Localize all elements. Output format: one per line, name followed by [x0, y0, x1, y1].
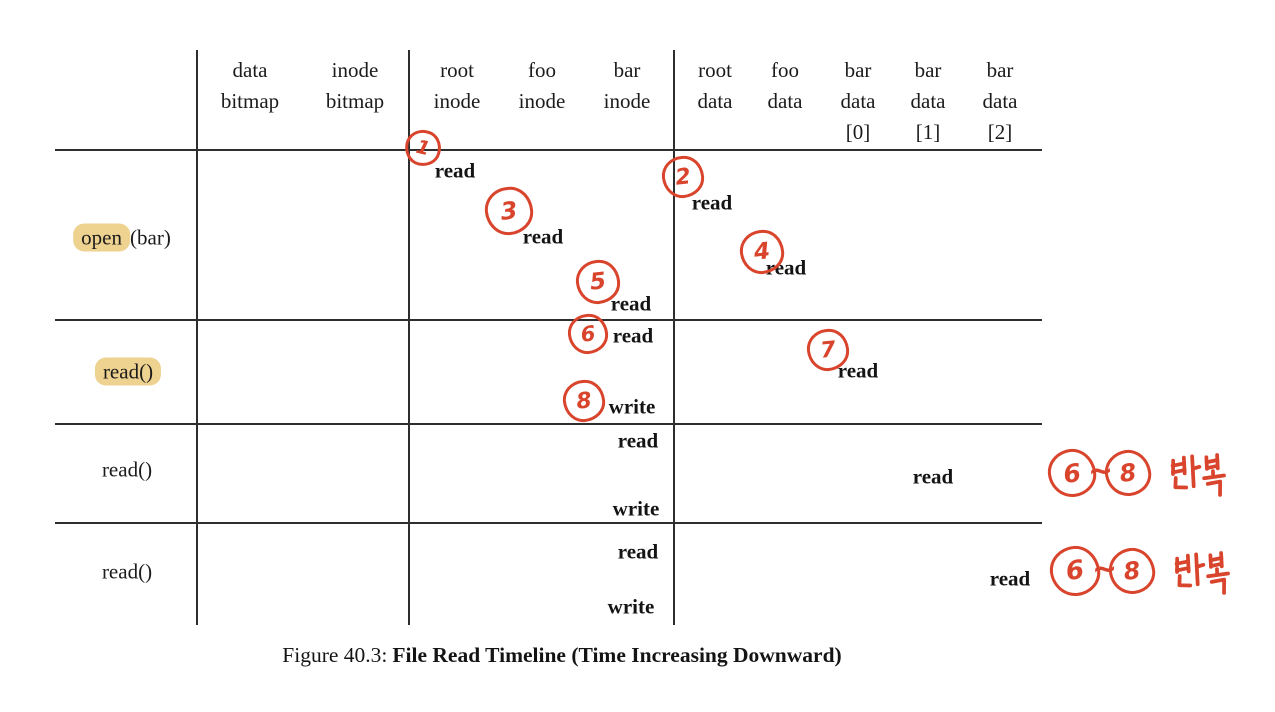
- column-header-line: bitmap: [220, 89, 280, 113]
- op-read-bar-inode: read: [610, 291, 652, 316]
- row-label-text: (bar): [130, 225, 171, 250]
- highlighted-text: open: [73, 223, 131, 252]
- op-read-bar-data-2: read: [989, 566, 1031, 591]
- column-header-line: bar: [986, 58, 1014, 82]
- column-header-line: data: [232, 58, 268, 82]
- row-label-read-1: read(): [94, 357, 162, 386]
- column-header-root-data: root data: [655, 55, 775, 117]
- grid-line-horizontal: [55, 319, 1042, 321]
- column-header-line: data: [910, 89, 946, 113]
- figure-caption-prefix: Figure 40.3:: [282, 643, 388, 667]
- row-label-text: read(): [101, 559, 153, 584]
- column-header-line: root: [440, 58, 474, 82]
- handwritten-korean-repeat: [1170, 452, 1227, 497]
- op-read-bar-inode: read: [617, 539, 659, 564]
- column-header-line: inode: [433, 89, 481, 113]
- op-write-bar-inode: write: [608, 394, 656, 419]
- column-header-bar-data-0: bar data [0]: [798, 55, 918, 148]
- op-write-bar-inode: write: [607, 594, 655, 619]
- op-read-bar-data-1: read: [912, 464, 954, 489]
- op-read-foo-data: read: [765, 255, 807, 280]
- column-header-bar-data-2: bar data [2]: [940, 55, 1060, 148]
- op-read-bar-data-0: read: [837, 358, 879, 383]
- column-header-line: data: [982, 89, 1018, 113]
- column-header-inode-bitmap: inode bitmap: [295, 55, 415, 117]
- row-label-open-bar: open(bar): [73, 223, 171, 252]
- grid-line-vertical: [673, 50, 675, 625]
- column-header-line: [0]: [845, 120, 871, 144]
- column-header-line: foo: [528, 58, 556, 82]
- column-header-line: bar: [844, 58, 872, 82]
- grid-line-vertical: [196, 50, 198, 625]
- column-header-bar-data-1: bar data [1]: [868, 55, 988, 148]
- column-header-line: bar: [613, 58, 641, 82]
- tilde-mark: ~: [1088, 453, 1114, 489]
- column-header-line: bar: [914, 58, 942, 82]
- step-badge-8: 8: [560, 377, 608, 425]
- column-header-bar-inode: bar inode: [567, 55, 687, 117]
- column-header-line: data: [840, 89, 876, 113]
- column-header-line: inode: [331, 58, 379, 82]
- grid-line-horizontal: [55, 522, 1042, 524]
- column-header-line: [1]: [915, 120, 941, 144]
- column-header-line: foo: [771, 58, 799, 82]
- handwritten-korean-repeat: [1174, 550, 1231, 595]
- figure-caption: Figure 40.3:File Read Timeline (Time Inc…: [0, 643, 1124, 668]
- op-read-bar-inode: read: [617, 428, 659, 453]
- grid-line-horizontal: [55, 149, 1042, 151]
- op-read-bar-inode: read: [612, 323, 654, 348]
- figure-caption-title: File Read Timeline (Time Increasing Down…: [392, 643, 842, 667]
- grid-line-horizontal: [55, 423, 1042, 425]
- column-header-line: data: [697, 89, 733, 113]
- tilde-mark: ~: [1092, 551, 1118, 587]
- highlighted-text: read(): [94, 357, 162, 386]
- column-header-line: bitmap: [325, 89, 385, 113]
- op-read-root-inode: read: [434, 158, 476, 183]
- row-label-read-3: read(): [102, 560, 152, 585]
- column-header-line: inode: [603, 89, 651, 113]
- row-label-read-2: read(): [102, 458, 152, 483]
- column-header-line: data: [767, 89, 803, 113]
- repeat-annotation-row-3: 6 ~ 8 반복: [1045, 446, 1229, 500]
- column-header-line: inode: [518, 89, 566, 113]
- column-header-foo-inode: foo inode: [482, 55, 602, 117]
- op-read-root-data: read: [691, 190, 733, 215]
- op-write-bar-inode: write: [612, 496, 660, 521]
- column-header-data-bitmap: data bitmap: [190, 55, 310, 117]
- grid-line-vertical: [408, 50, 410, 625]
- column-header-root-inode: root inode: [397, 55, 517, 117]
- column-header-line: root: [698, 58, 732, 82]
- row-label-text: read(): [101, 457, 153, 482]
- op-read-foo-inode: read: [522, 224, 564, 249]
- column-header-foo-data: foo data: [725, 55, 845, 117]
- column-header-line: [2]: [987, 120, 1013, 144]
- repeat-annotation-row-4: 6 ~ 8 반복: [1047, 543, 1233, 599]
